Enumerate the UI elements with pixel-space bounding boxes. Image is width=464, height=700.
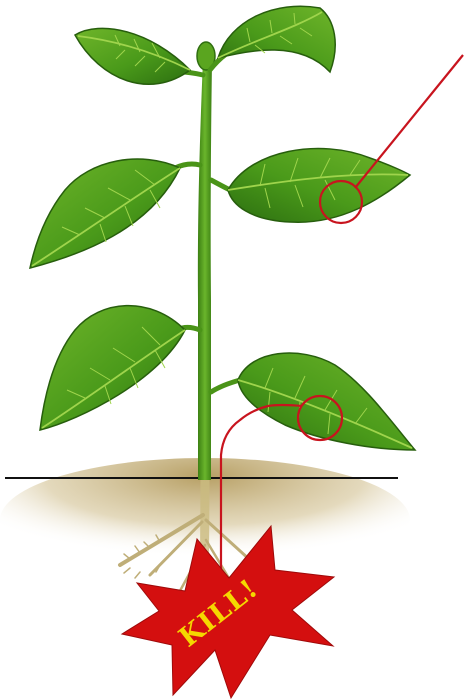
leaf-top-right [218,6,335,72]
leaf-top-left [75,28,190,84]
plant-stem [198,60,212,480]
leaf-middle-left [30,159,180,268]
leaf-lower-left [40,306,185,430]
leaf-middle-right [228,148,410,222]
leaf-lower-right [238,353,415,450]
